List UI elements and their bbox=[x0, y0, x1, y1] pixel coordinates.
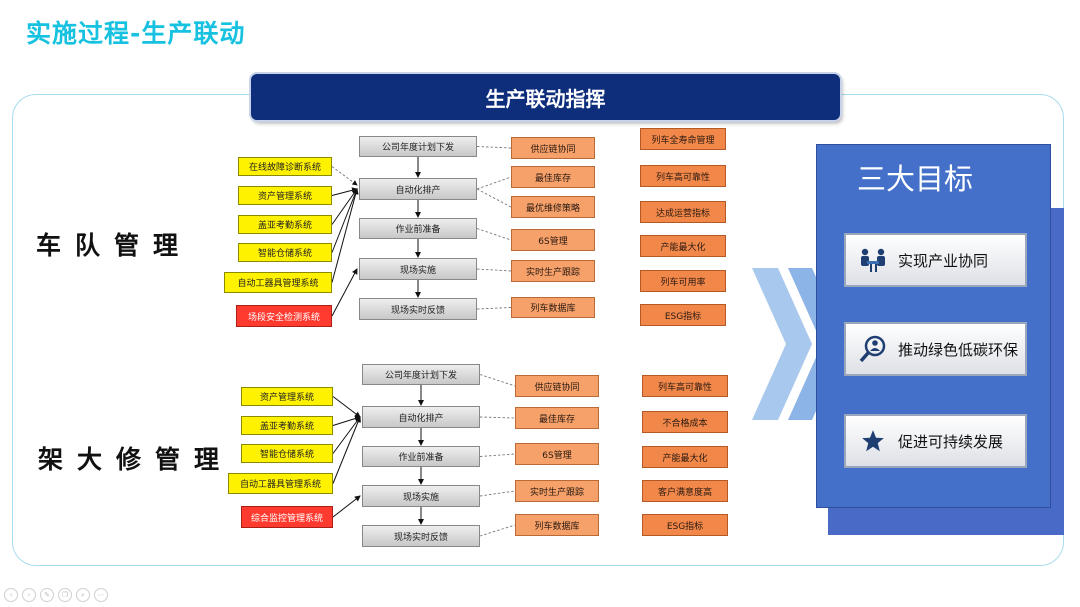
system-box: 资产管理系统 bbox=[238, 186, 332, 205]
system-box: 在线故障诊断系统 bbox=[238, 157, 332, 176]
connector-line bbox=[332, 416, 361, 484]
indicator-box: 产能最大化 bbox=[640, 235, 726, 257]
connector-line bbox=[332, 396, 361, 418]
indicator-box: ESG指标 bbox=[640, 304, 726, 326]
more-icon[interactable]: ⋯ bbox=[94, 588, 108, 602]
section-label: 车队管理 bbox=[36, 231, 193, 260]
support-box: 供应链协同 bbox=[511, 137, 595, 159]
system-box: 盖亚考勤系统 bbox=[238, 215, 332, 234]
process-step: 现场实时反馈 bbox=[359, 298, 477, 320]
connector-line bbox=[332, 495, 361, 518]
meeting-people-icon bbox=[858, 245, 888, 275]
connector-line bbox=[479, 374, 516, 387]
support-box: 最优维修策略 bbox=[511, 196, 595, 218]
connector-line bbox=[476, 176, 512, 190]
goal-sustainable: 促进可持续发展 bbox=[844, 414, 1027, 468]
support-box: 供应链协同 bbox=[515, 375, 599, 397]
indicator-box: 客户满意度高 bbox=[642, 480, 728, 502]
connector-line bbox=[331, 188, 358, 253]
process-step: 作业前准备 bbox=[362, 446, 480, 467]
connector-line bbox=[476, 307, 512, 310]
connector-line bbox=[476, 188, 512, 208]
section-label: 架大修管理 bbox=[38, 445, 234, 474]
support-box: 最佳库存 bbox=[511, 166, 595, 188]
page-title: 实施过程-生产联动 bbox=[26, 19, 246, 48]
system-box: 智能仓储系统 bbox=[241, 444, 333, 463]
process-step: 自动化排产 bbox=[359, 178, 477, 200]
support-box: 6S管理 bbox=[511, 229, 595, 251]
goal-label: 促进可持续发展 bbox=[898, 432, 1004, 451]
process-step: 现场实施 bbox=[362, 485, 480, 507]
process-step: 现场实时反馈 bbox=[362, 525, 480, 547]
indicator-box: 列车可用率 bbox=[640, 270, 726, 292]
indicator-box: 不合格成本 bbox=[642, 411, 728, 433]
connector-line bbox=[332, 416, 361, 454]
zoom-icon[interactable]: ⌕ bbox=[76, 588, 90, 602]
copy-icon[interactable]: ❐ bbox=[58, 588, 72, 602]
system-box: 自动工器具管理系统 bbox=[224, 272, 332, 293]
connector-line bbox=[331, 188, 358, 225]
system-box: 场段安全检测系统 bbox=[236, 305, 332, 327]
system-box: 综合监控管理系统 bbox=[241, 506, 333, 528]
support-box: 列车数据库 bbox=[515, 514, 599, 536]
system-box: 智能仓储系统 bbox=[238, 243, 332, 262]
banner-title: 生产联动指挥 bbox=[251, 74, 840, 120]
goal-label: 推动绿色低碳环保 bbox=[898, 340, 1019, 359]
connector-line bbox=[479, 490, 516, 497]
indicator-box: 产能最大化 bbox=[642, 446, 728, 468]
goal-industry-synergy: 实现产业协同 bbox=[844, 233, 1027, 287]
system-box: 盖亚考勤系统 bbox=[241, 416, 333, 435]
support-box: 最佳库存 bbox=[515, 407, 599, 429]
chevron-1 bbox=[752, 268, 812, 420]
support-box: 实时生产跟踪 bbox=[515, 480, 599, 502]
process-step: 现场实施 bbox=[359, 258, 477, 280]
process-step: 公司年度计划下发 bbox=[362, 364, 480, 385]
process-step: 自动化排产 bbox=[362, 406, 480, 428]
connector-line bbox=[476, 146, 512, 149]
system-box: 资产管理系统 bbox=[241, 387, 333, 406]
indicator-box: 列车高可靠性 bbox=[642, 375, 728, 397]
connector-line bbox=[479, 416, 516, 419]
connector-line bbox=[479, 453, 516, 457]
indicator-box: 列车高可靠性 bbox=[640, 165, 726, 187]
connector-line bbox=[331, 188, 359, 283]
connector-line bbox=[332, 415, 361, 426]
connector-line bbox=[476, 268, 512, 272]
connector-line bbox=[476, 228, 512, 241]
connector-line bbox=[331, 166, 358, 186]
process-step: 作业前准备 bbox=[359, 218, 477, 239]
support-box: 列车数据库 bbox=[511, 297, 595, 318]
magnifier-person-icon bbox=[858, 334, 888, 364]
indicator-box: 达成运营指标 bbox=[640, 201, 726, 223]
goal-title: 三大目标 bbox=[856, 162, 973, 196]
support-box: 6S管理 bbox=[515, 443, 599, 465]
connector-line bbox=[479, 524, 516, 537]
previous-icon[interactable]: ‹ bbox=[4, 588, 18, 602]
indicator-box: 列车全寿命管理 bbox=[640, 128, 726, 150]
goal-green-low-carbon: 推动绿色低碳环保 bbox=[844, 322, 1027, 376]
connector-line bbox=[331, 268, 358, 317]
pen-icon[interactable]: ✎ bbox=[40, 588, 54, 602]
star-icon bbox=[858, 426, 888, 456]
support-box: 实时生产跟踪 bbox=[511, 260, 595, 282]
goal-label: 实现产业协同 bbox=[898, 251, 989, 270]
player-controls: ‹ › ✎ ❐ ⌕ ⋯ bbox=[4, 588, 108, 602]
system-box: 自动工器具管理系统 bbox=[228, 473, 333, 494]
process-step: 公司年度计划下发 bbox=[359, 136, 477, 157]
indicator-box: ESG指标 bbox=[642, 514, 728, 536]
next-icon[interactable]: › bbox=[22, 588, 36, 602]
